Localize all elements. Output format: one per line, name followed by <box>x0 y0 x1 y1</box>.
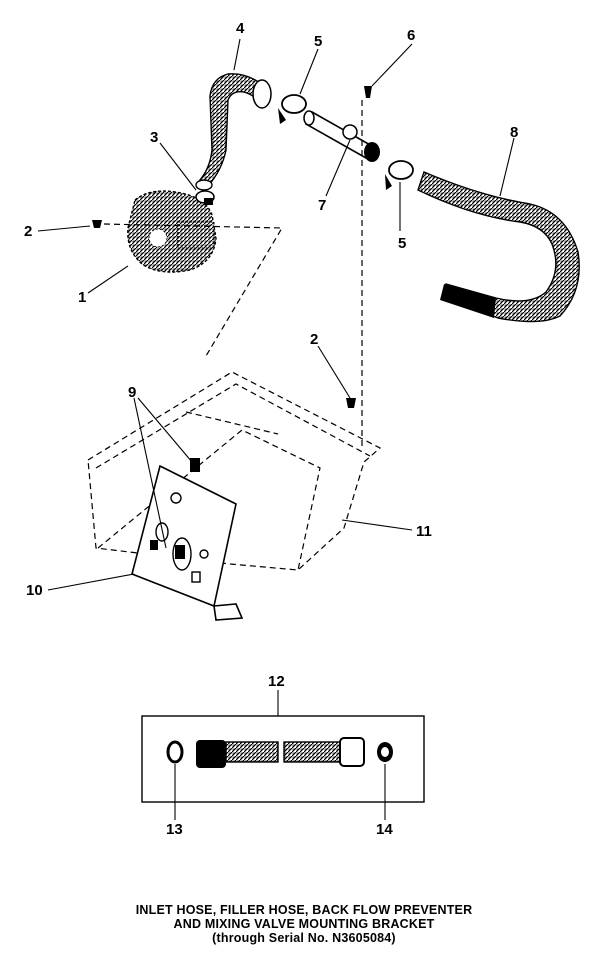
callout-2-b: 2 <box>310 331 318 348</box>
back-flow-preventer-part <box>303 110 380 162</box>
diagram-caption: INLET HOSE, FILLER HOSE, BACK FLOW PREVE… <box>0 903 608 945</box>
leader-lines <box>37 38 515 820</box>
callout-9: 9 <box>128 384 136 401</box>
callout-14: 14 <box>376 821 393 838</box>
callout-11: 11 <box>416 523 432 540</box>
callout-5-b: 5 <box>398 235 406 252</box>
callout-12: 12 <box>268 673 285 690</box>
screw-part <box>92 220 102 228</box>
assembly-lines <box>87 100 382 571</box>
screw-part <box>364 86 372 98</box>
caption-line-2: AND MIXING VALVE MOUNTING BRACKET <box>173 917 435 931</box>
callout-4: 4 <box>236 20 245 37</box>
callout-3: 3 <box>150 129 158 146</box>
callout-7: 7 <box>318 197 326 214</box>
hose-clamp-part <box>195 190 215 205</box>
mounting-bracket-part <box>131 458 244 621</box>
callout-1: 1 <box>78 289 86 306</box>
callout-labels: 1 2 3 4 5 6 7 5 8 2 9 10 11 12 13 14 <box>24 20 518 838</box>
caption-line-1: INLET HOSE, FILLER HOSE, BACK FLOW PREVE… <box>135 903 473 917</box>
callout-13: 13 <box>166 821 183 838</box>
caption-line-3: (through Serial No. N3605084) <box>212 931 396 945</box>
callout-6: 6 <box>407 27 415 44</box>
inlet-hose-part <box>417 171 580 323</box>
filler-hose-part <box>195 73 272 191</box>
screw-part <box>346 398 356 408</box>
hose-clamp-part <box>278 94 307 124</box>
callout-8: 8 <box>510 124 518 141</box>
hose-clamp-part <box>385 160 414 190</box>
callout-5: 5 <box>314 33 322 50</box>
callout-10: 10 <box>26 582 43 599</box>
callout-2: 2 <box>24 223 32 240</box>
hose-kit-box <box>141 715 425 803</box>
